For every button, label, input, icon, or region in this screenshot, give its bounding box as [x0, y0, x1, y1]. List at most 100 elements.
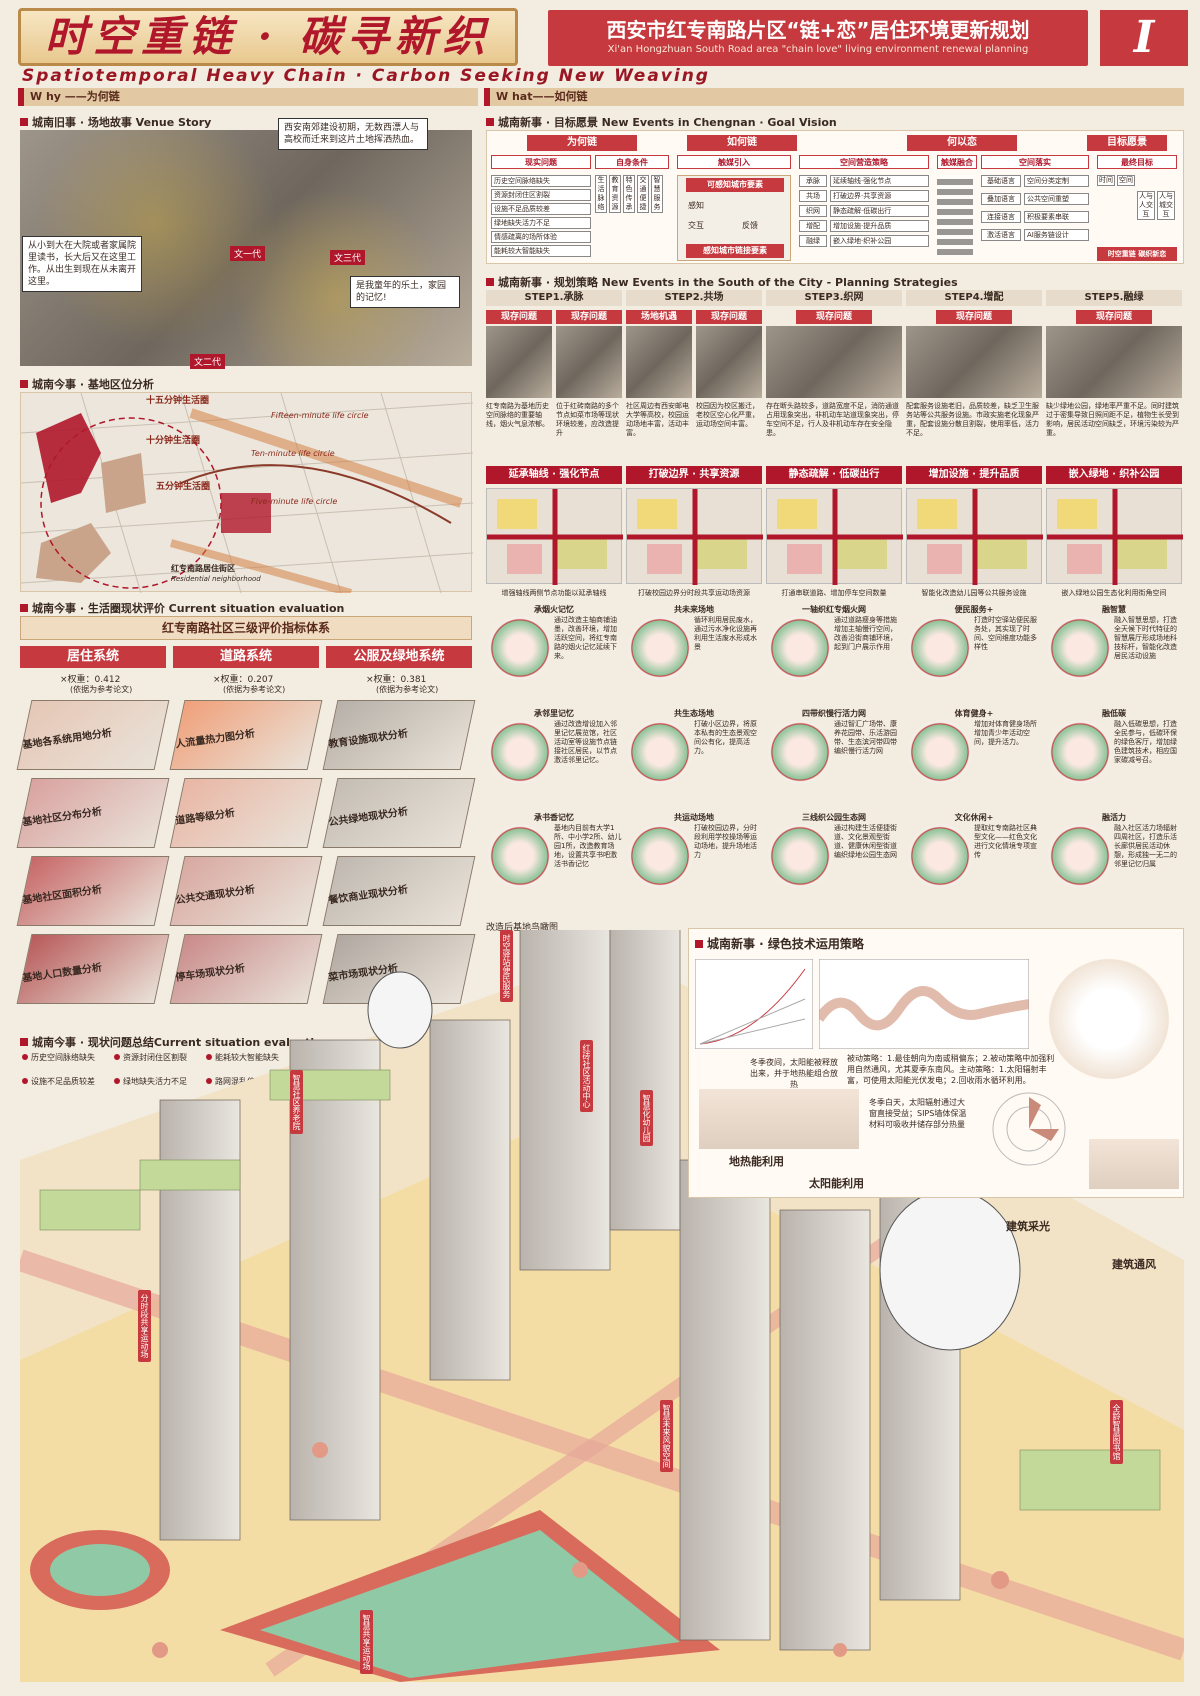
main-title: 时空重链 · 碳寻新织 [45, 12, 491, 61]
strategy-cell-illustration [1048, 616, 1112, 680]
step-caption: 打通串联道路、增加停车空间数量 [781, 589, 887, 597]
wind-rose [992, 1092, 1066, 1166]
strategy-cell-illustration [1048, 720, 1112, 784]
goal-problem-item: 历史空间脉络缺失 [491, 175, 591, 187]
goal-final-tag: 时空重链 碳织新恋 [1097, 247, 1177, 261]
strategy-cell-text: 打破校园边界，分时段利用学校操场等运动场地，提升场地活力 [694, 824, 757, 859]
strategy-cell-text: 提取红专南路社区典型文化——红色文化进行文化情境专项宣传 [974, 824, 1037, 859]
story-note-1: 西安南郊建设初期，无数西漂人与高校而迁来到这片土地挥洒热血。 [278, 118, 428, 150]
step-strategy: 增加设施 · 提升品质 [906, 466, 1042, 484]
system-ref: (依据为参考论文) [70, 685, 133, 694]
step-name: STEP3.织网 [766, 290, 902, 306]
goal-lang-value: 积极要素串联 [1024, 211, 1089, 223]
house-section-1 [699, 1089, 859, 1149]
problem-bullet-icon [114, 1054, 120, 1060]
temperature-chart [819, 959, 1029, 1049]
step-name: STEP2.共场 [626, 290, 762, 306]
fusion-icons [937, 175, 973, 255]
gen-tag-1: 文一代 [230, 246, 266, 261]
problem-item: 设施不足品质较差 [22, 1076, 114, 1087]
step-caption: 嵌入绿地公园生态化利用街角空间 [1061, 589, 1167, 597]
problems-title: 城南今事 · 现状问题总结Current situation evaluatio… [20, 1034, 330, 1050]
strategy-cell-illustration [1048, 824, 1112, 888]
step-strategy: 打破边界 · 共享资源 [626, 466, 762, 484]
problem-text: 设施不足品质较差 [31, 1077, 95, 1086]
step-caption: 智能化改造幼儿园等公共服务设施 [921, 589, 1027, 597]
aerial-label: 红砖社区活动中心 [580, 1040, 593, 1112]
strategy-cell-illustration [908, 616, 972, 680]
strategy-cell-text: 基地内目前有大学1所、中小学2所、幼儿园1所，改造教育场地，设置共享书吧激活书香… [554, 824, 622, 868]
strategy-cell-illustration [768, 720, 832, 784]
step-caption: 增强轴线两侧节点功能以延承轴线 [501, 589, 607, 597]
goal-lang-value: 空间分类定制 [1024, 175, 1089, 187]
strategy-cell-text: 通过改造主轴商铺油墨，改善环境，增加活跃空间，将红专南路的烟火记忆延续下来。 [554, 616, 617, 660]
evaluation-title-text: 城南今事 · 生活圈现状评价 Current situation evaluat… [32, 602, 345, 615]
aerial-label: 智慧未来风貌空间 [660, 1400, 673, 1472]
strategy-cell-head: 融智慧 [1102, 605, 1126, 614]
strategy-cell-head: 文化休闲+ [954, 813, 994, 822]
step-photo [1046, 326, 1182, 398]
venue-story-title-text: 城南旧事 · 场地故事 Venue Story [32, 116, 212, 129]
problem-text: 能耗较大智能缺失 [215, 1053, 279, 1062]
goal-lang-value: AI服务链设计 [1024, 229, 1089, 241]
goal-head-vision: 目标愿景 [1087, 135, 1167, 151]
catalyst-sense: 感知 [688, 201, 704, 210]
aerial-label: 时空驿站便民服务 [500, 930, 513, 1002]
story-note-3: 是我童年的乐土，家园的记忆! [350, 276, 460, 308]
goal-conditions: 生活脉络教育资源特色传承交通便捷智慧服务 [595, 175, 669, 255]
step-diagram [906, 488, 1043, 585]
system-ref: (依据为参考论文) [223, 685, 286, 694]
strategy-cell-illustration [488, 824, 552, 888]
green-tech-title-text: 城南新事 · 绿色技术运用策略 [707, 937, 864, 951]
photographer-sketch [1039, 949, 1179, 1089]
goal-head-love: 何以恋 [907, 135, 1017, 151]
tech-daylight: 建筑采光 [1006, 1220, 1050, 1233]
goal-final-item: 人与人交互 [1137, 191, 1155, 220]
step-photo [766, 326, 902, 398]
aerial-view: 时空驿站便民服务红砖社区活动中心智慧社区养老院智慧化幼儿园分时段共享运动场智慧未… [16, 869, 1188, 1682]
venue-story-title: 城南旧事 · 场地故事 Venue Story [20, 114, 211, 130]
location-map-svg [20, 392, 474, 597]
problems-title-text: 城南今事 · 现状问题总结Current situation evaluatio… [32, 1036, 330, 1049]
goal-title-text: 城南新事 · 目标愿景 New Events in Chengnan · Goa… [498, 116, 837, 129]
tech-solar: 太阳能利用 [809, 1177, 864, 1190]
problem-text: 历史空间脉络缺失 [31, 1053, 95, 1062]
problem-text: 绿地缺失活力不足 [123, 1077, 187, 1086]
goal-strategy-key: 增配 [799, 220, 827, 232]
step-diagram [766, 488, 903, 585]
goal-problems: 历史空间脉络缺失资源封闭住区割裂设施不足品质较差绿地缺失活力不足情感疏离的场所体… [491, 175, 591, 259]
location-title-text: 城南今事 · 基地区位分析 [32, 378, 154, 391]
step-name: STEP4.增配 [906, 290, 1042, 306]
goal-final: 时间空间人与人交互人与城交互 [1097, 175, 1177, 245]
site-label-en: Residential neighborhood [171, 575, 261, 583]
goal-problem-item: 设施不足品质较差 [491, 203, 591, 215]
strategy-cell-illustration [628, 824, 692, 888]
strategy-cell-text: 增加对体育健身场所增加青少年活动空间，提升活力。 [974, 720, 1037, 746]
goal-strategy-row: 织网静态疏解·低碳出行 [799, 205, 929, 217]
subtitle-en: Xi'an Hongzhuan South Road area "chain l… [607, 44, 1029, 55]
system-header: 居住系统 [20, 646, 166, 668]
strategy-cell-text: 通过改造增设加入邻里记忆展览馆，社区活动室等设施节点链接社区居民，以节点激活邻里… [554, 720, 617, 764]
strategy-cell-head: 承邻里记忆 [534, 709, 574, 718]
strategy-cell-illustration [908, 720, 972, 784]
aerial-svg [16, 869, 1188, 1682]
goal-final-item: 人与城交互 [1157, 191, 1175, 220]
strategy-cell-text: 融入智慧思想，打造全天候下时代特征的智慧展厅形成场地科技标杆，智能化改造居民活动… [1114, 616, 1177, 660]
subtitle-cn: 西安市红专南路片区“链+恋”居住环境更新规划 [606, 18, 1030, 42]
green-tech-title: 城南新事 · 绿色技术运用策略 [695, 935, 864, 952]
step-caption: 打破校园边界分时段共享运动场资源 [638, 589, 750, 597]
winter-night-note: 冬季夜间，太阳能被释放出来，并于地热能组合放热 [750, 1058, 838, 1089]
strategy-cell-text: 融入社区活力场辐射四周社区，打造乐活长廊供居民活动休憩，形成独一无二的邻里记忆归… [1114, 824, 1177, 868]
step-text-2: 校园因为校区搬迁，老校区空心化严重，运动场空间丰富。 [696, 402, 759, 428]
step-head-1: 场地机遇 [626, 310, 692, 324]
step-name: STEP1.承脉 [486, 290, 622, 306]
tech-geothermal: 地热能利用 [729, 1155, 784, 1168]
step-photo [906, 326, 1042, 398]
step-head-1: 现存问题 [1076, 310, 1152, 324]
catalyst-feedback: 反馈 [742, 221, 758, 230]
step-strategy: 延承轴线 · 强化节点 [486, 466, 622, 484]
province-shape [36, 413, 101, 503]
step-photo [696, 326, 762, 398]
goal-strategy-row: 承脉延续轴线·强化节点 [799, 175, 929, 187]
problem-bullet-icon [22, 1078, 28, 1084]
